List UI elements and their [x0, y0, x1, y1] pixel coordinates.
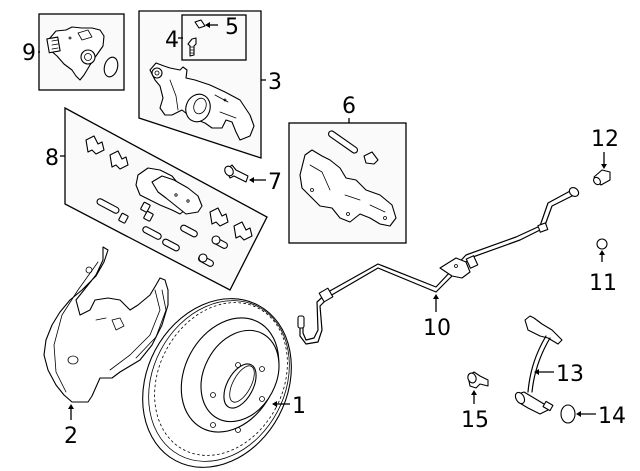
- part-13-group: 13: [514, 315, 584, 415]
- part-10-group: 10: [297, 186, 580, 345]
- callout-11: 11: [589, 271, 617, 296]
- part-12-group: 12: [591, 127, 619, 186]
- part-15-group: 15: [461, 371, 489, 433]
- callout-2: 2: [64, 424, 78, 449]
- part-3-group: 5 4 3: [138, 10, 282, 159]
- arrow-15: [471, 390, 477, 395]
- rotor-icon[interactable]: [114, 272, 320, 471]
- arrow-1: [272, 401, 277, 407]
- parking-brake-actuator-icon[interactable]: [46, 26, 120, 81]
- abs-sensor-icon[interactable]: [514, 315, 563, 415]
- caliper-assembly-icon[interactable]: [149, 62, 255, 141]
- brake-hose-icon[interactable]: [297, 186, 580, 345]
- callout-1: 1: [292, 394, 306, 419]
- callout-13: 13: [556, 362, 584, 387]
- callout-6: 6: [342, 94, 356, 119]
- callout-14: 14: [598, 404, 626, 429]
- caliper-bracket-icon[interactable]: [299, 130, 397, 227]
- part-9-group: 9: [22, 13, 125, 91]
- part-11-group: 11: [589, 238, 617, 296]
- bleeder-cap-icon[interactable]: [194, 19, 206, 29]
- callout-10: 10: [423, 316, 451, 341]
- callout-9: 9: [22, 41, 36, 66]
- bleeder-screw-icon[interactable]: [187, 37, 197, 57]
- hose-clip-icon[interactable]: [596, 238, 608, 250]
- bracket-bolt-icon[interactable]: [223, 164, 249, 183]
- part-7-group: 7: [223, 164, 282, 195]
- arrow-2: [68, 404, 74, 409]
- callout-4: 4: [165, 28, 179, 53]
- arrow-13: [534, 369, 539, 375]
- part-1-group: 1: [114, 272, 320, 471]
- brake-pad-kit-icon[interactable]: [85, 135, 253, 267]
- part-6-group: 6: [288, 94, 407, 244]
- arrow-10: [433, 294, 439, 299]
- arrow-5: [205, 22, 210, 28]
- part-8-group: 8: [45, 106, 268, 291]
- callout-8: 8: [45, 146, 59, 171]
- arrow-7: [249, 177, 254, 183]
- callout-12: 12: [591, 127, 619, 152]
- arrow-12: [601, 164, 607, 169]
- callout-5: 5: [225, 15, 239, 40]
- sensor-o-ring-icon[interactable]: [560, 404, 576, 424]
- splash-shield-icon[interactable]: [43, 246, 169, 403]
- bleeder-plug-icon[interactable]: [592, 169, 611, 186]
- callout-15: 15: [461, 408, 489, 433]
- arrow-11: [599, 250, 605, 255]
- callout-3: 3: [268, 70, 282, 95]
- part-14-group: 14: [560, 404, 626, 429]
- callout-7: 7: [268, 170, 282, 195]
- arrow-14: [576, 411, 581, 417]
- part-2-group: 2: [43, 246, 169, 449]
- sensor-bolt-icon[interactable]: [467, 371, 489, 389]
